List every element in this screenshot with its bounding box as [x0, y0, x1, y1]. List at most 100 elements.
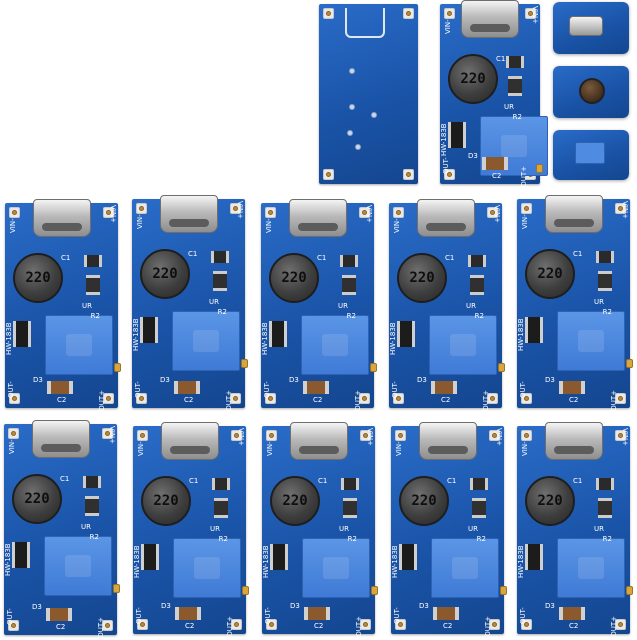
- vin-minus-label: VIN-: [136, 214, 144, 229]
- mounting-hole: [323, 169, 334, 180]
- out-minus-label: OUT-: [393, 607, 401, 624]
- usb-c-connector: [416, 199, 475, 237]
- potentiometer-screw: [370, 363, 377, 372]
- usb-c-connector: [418, 422, 477, 460]
- potentiometer: [173, 538, 241, 598]
- out-minus-label: OUT-: [391, 381, 399, 398]
- smd-component: [508, 76, 522, 96]
- inductor-label: 220: [411, 493, 437, 509]
- out-plus-label: OUT+: [226, 616, 234, 637]
- smd-component: [596, 478, 614, 490]
- r2-label: R2: [218, 535, 228, 543]
- potentiometer-screw: [626, 359, 633, 368]
- capacitor: [47, 381, 73, 394]
- usb-c-connector: [544, 195, 603, 233]
- inductor: 220: [448, 54, 498, 104]
- mounting-hole: [9, 393, 20, 404]
- ic-chip: [140, 317, 158, 343]
- out-plus-label: OUT+: [484, 616, 492, 637]
- mounting-hole: [487, 393, 498, 404]
- vin-minus-label: VIN-: [265, 218, 273, 233]
- inductor: 220: [13, 253, 63, 303]
- mounting-hole: [230, 203, 241, 214]
- boost-converter-board: 220 VIN- VIN+ HW-183B C1 UR R2 D3 C2 OUT…: [389, 199, 505, 411]
- smd-component: [211, 251, 229, 263]
- capacitor: [303, 381, 329, 394]
- out-plus-label: OUT+: [225, 390, 233, 411]
- model-label: HW-183B: [133, 545, 141, 578]
- mounting-hole: [525, 8, 536, 19]
- potentiometer-screw: [114, 363, 121, 372]
- board-back-view: [319, 4, 418, 184]
- model-label: HW-183B: [132, 318, 140, 351]
- mounting-hole: [136, 203, 147, 214]
- ur-label: UR: [81, 523, 91, 531]
- inductor-label: 220: [537, 493, 563, 509]
- potentiometer-screw: [241, 359, 248, 368]
- r2-label: R2: [512, 113, 522, 121]
- mounting-hole: [359, 207, 370, 218]
- inductor: [579, 78, 605, 104]
- ic-chip: [399, 544, 417, 570]
- vin-plus-label: VIN+: [493, 205, 501, 223]
- d3-label: D3: [290, 602, 300, 610]
- potentiometer: [45, 315, 113, 375]
- r2-label: R2: [90, 312, 100, 320]
- r2-label: R2: [217, 308, 227, 316]
- ur-label: UR: [594, 298, 604, 306]
- out-plus-label: OUT+: [97, 617, 105, 638]
- mounting-hole: [102, 428, 113, 439]
- ic-chip: [270, 544, 288, 570]
- smd-component: [84, 255, 102, 267]
- boost-converter-board: 220 VIN- VIN+ HW-183B C1 UR R2 D3 C2 OUT…: [517, 422, 633, 637]
- ur-label: UR: [339, 525, 349, 533]
- smd-component: [212, 478, 230, 490]
- mounting-hole: [323, 8, 334, 19]
- inductor: 220: [525, 249, 575, 299]
- capacitor: [482, 157, 508, 170]
- c1-label: C1: [61, 254, 71, 262]
- model-label: HW-183B: [440, 123, 448, 156]
- model-label: HW-183B: [4, 543, 12, 576]
- boost-converter-board: 220 VIN- VIN+ HW-183B C1 UR R2 D3 C2 OUT…: [262, 422, 378, 637]
- c1-label: C1: [317, 254, 327, 262]
- usb-c-connector: [544, 422, 603, 460]
- ur-label: UR: [504, 103, 514, 111]
- r2-label: R2: [347, 535, 357, 543]
- d3-label: D3: [468, 152, 478, 160]
- mounting-hole: [489, 619, 500, 630]
- out-plus-label: OUT+: [610, 616, 618, 637]
- potentiometer: [44, 536, 112, 596]
- ur-label: UR: [466, 302, 476, 310]
- mounting-hole: [8, 428, 19, 439]
- mounting-hole: [615, 203, 626, 214]
- smd-component: [472, 498, 486, 518]
- d3-label: D3: [161, 602, 171, 610]
- c1-label: C1: [496, 55, 506, 63]
- inductor-label: 220: [282, 493, 308, 509]
- mounting-hole: [360, 430, 371, 441]
- smd-component: [470, 275, 484, 295]
- ic-chip: [525, 317, 543, 343]
- mounting-hole: [615, 393, 626, 404]
- potentiometer-screw: [498, 363, 505, 372]
- mounting-hole: [615, 430, 626, 441]
- mounting-hole: [137, 430, 148, 441]
- d3-label: D3: [289, 376, 299, 384]
- smd-component: [341, 478, 359, 490]
- mounting-hole: [489, 430, 500, 441]
- smd-component: [343, 498, 357, 518]
- usb-c-connector: [461, 0, 519, 38]
- vin-plus-label: VIN+: [365, 205, 373, 223]
- ic-chip: [448, 122, 466, 148]
- inductor: 220: [525, 476, 575, 526]
- inductor: 220: [270, 476, 320, 526]
- capacitor: [46, 608, 72, 621]
- smd-component: [598, 271, 612, 291]
- out-plus-label: OUT+: [98, 390, 106, 411]
- c2-label: C2: [441, 396, 451, 404]
- inset-potentiometer-closeup: [553, 130, 629, 180]
- mounting-hole: [395, 619, 406, 630]
- vin-plus-label: VIN+: [108, 426, 116, 444]
- c2-label: C2: [56, 623, 66, 631]
